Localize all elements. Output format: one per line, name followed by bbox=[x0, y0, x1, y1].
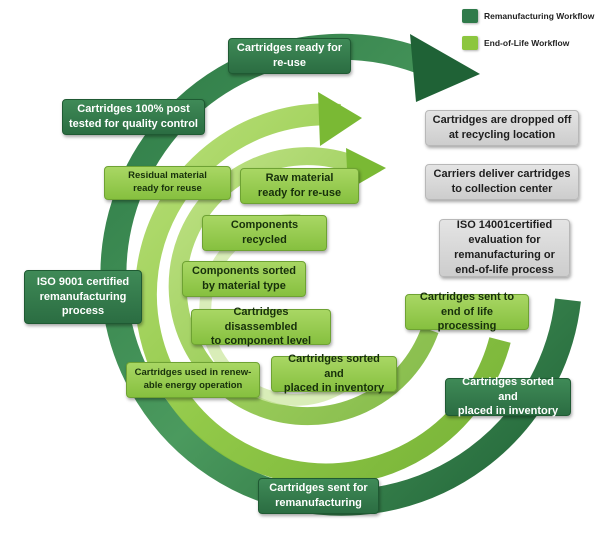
step-residual-material: Residual material ready for reuse bbox=[104, 166, 231, 200]
step-label: Components recycled bbox=[230, 219, 299, 246]
step-sorted-inventory-remanufacturing: Cartridges sorted and placed in inventor… bbox=[445, 376, 571, 417]
legend-end-of-life-label: End-of-Life Workflow bbox=[484, 38, 570, 48]
legend-remanufacturing-label: Remanufacturing Workflow bbox=[484, 11, 595, 21]
step-label: Cartridges ready for re-use bbox=[236, 42, 343, 69]
step-label: Components sorted by material type bbox=[192, 265, 296, 292]
step-cartridges-ready-for-reuse: Cartridges ready for re-use bbox=[228, 38, 351, 74]
step-sorted-inventory-end-of-life: Cartridges sorted and placed in inventor… bbox=[271, 353, 397, 394]
legend-remanufacturing-swatch bbox=[462, 9, 478, 23]
legend-end-of-life: End-of-Life Workflow bbox=[462, 36, 595, 50]
step-label: Cartridges are dropped off at recycling … bbox=[432, 114, 572, 141]
step-carriers-deliver: Carriers deliver cartridges to collectio… bbox=[425, 164, 579, 200]
step-label: Raw material ready for re-use bbox=[257, 172, 342, 199]
step-iso-14001-evaluation: ISO 14001certified evaluation for remanu… bbox=[439, 219, 570, 277]
step-quality-control: Cartridges 100% post tested for quality … bbox=[62, 99, 205, 135]
step-sent-for-remanufacturing: Cartridges sent for remanufacturing bbox=[258, 478, 379, 514]
step-raw-material: Raw material ready for re-use bbox=[240, 168, 359, 204]
step-label: Cartridges used in renew- able energy op… bbox=[134, 367, 252, 391]
step-label: Cartridges sorted and placed in inventor… bbox=[457, 375, 559, 418]
step-dropped-off: Cartridges are dropped off at recycling … bbox=[425, 110, 579, 146]
step-label: Cartridges sent for remanufacturing bbox=[269, 482, 368, 509]
step-components-sorted: Components sorted by material type bbox=[182, 261, 306, 297]
step-renewable-energy: Cartridges used in renew- able energy op… bbox=[126, 362, 260, 398]
step-label: Cartridges sorted and placed in inventor… bbox=[283, 352, 385, 395]
step-iso-9001-remanufacturing: ISO 9001 certified remanufacturing proce… bbox=[24, 270, 142, 324]
legend-remanufacturing: Remanufacturing Workflow bbox=[462, 9, 595, 23]
step-label: ISO 9001 certified remanufacturing proce… bbox=[36, 275, 130, 318]
step-label: Cartridges sent to end of life processin… bbox=[419, 290, 515, 333]
end-of-life-arrowhead-upper bbox=[318, 92, 362, 146]
step-label: ISO 14001certified evaluation for remanu… bbox=[454, 219, 555, 276]
step-components-recycled: Components recycled bbox=[202, 215, 327, 251]
legend-end-of-life-swatch bbox=[462, 36, 478, 50]
step-label: Carriers deliver cartridges to collectio… bbox=[433, 168, 571, 195]
step-label: Residual material ready for reuse bbox=[128, 170, 207, 194]
step-label: Cartridges 100% post tested for quality … bbox=[69, 103, 198, 130]
step-sent-to-end-of-life: Cartridges sent to end of life processin… bbox=[405, 291, 529, 332]
step-label: Cartridges disassembled to component lev… bbox=[210, 305, 312, 348]
step-cartridges-disassembled: Cartridges disassembled to component lev… bbox=[191, 306, 331, 347]
remanufacturing-arrowhead bbox=[410, 34, 480, 102]
